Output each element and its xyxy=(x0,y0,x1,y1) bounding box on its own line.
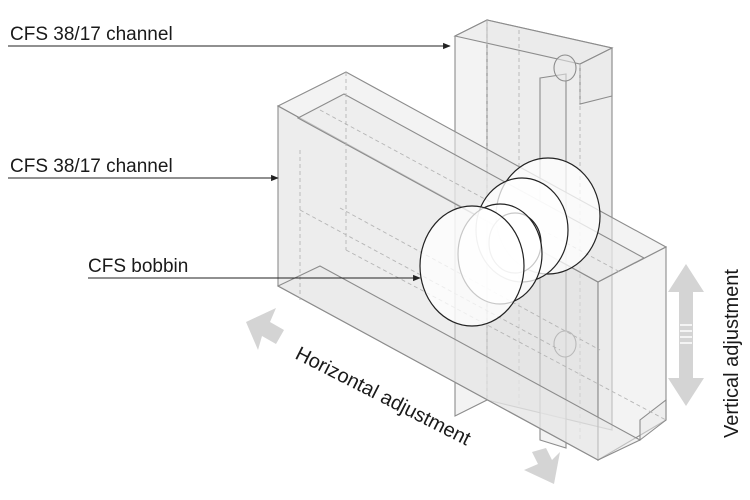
horizontal-adjustment-arrows xyxy=(246,308,560,484)
arrow-downright-icon xyxy=(524,448,560,484)
bobbin-front-flange xyxy=(419,205,525,327)
arrow-upleft-icon xyxy=(246,308,284,350)
hole-top xyxy=(553,54,577,82)
cfs-bobbin xyxy=(419,157,601,327)
label-vertical-channel: CFS 38/17 channel xyxy=(10,24,173,45)
label-bobbin: CFS bobbin xyxy=(88,256,188,277)
label-horizontal-channel: CFS 38/17 channel xyxy=(10,156,173,177)
vertical-adjustment-arrow xyxy=(668,264,704,406)
label-vertical-adjustment: Vertical adjustment xyxy=(721,269,743,438)
arrow-updown-icon xyxy=(668,264,704,406)
